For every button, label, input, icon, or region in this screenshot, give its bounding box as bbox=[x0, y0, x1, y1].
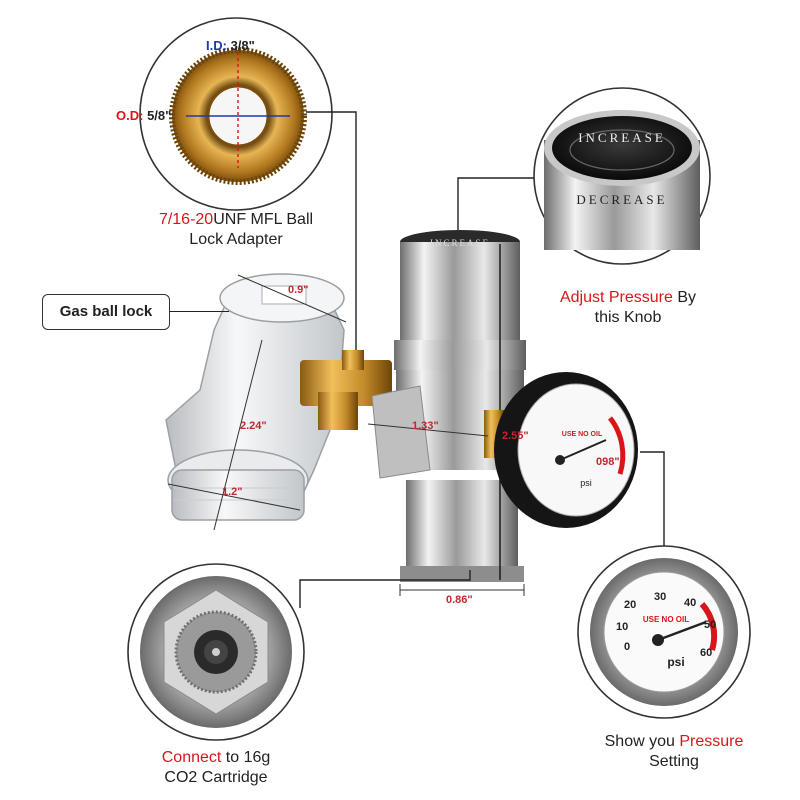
gauge-closeup bbox=[577, 545, 751, 719]
gauge-caption: Show you Pressure Setting bbox=[584, 732, 764, 772]
connect-caption-rest: to 16g bbox=[221, 749, 271, 766]
connect-caption-highlight: Connect bbox=[161, 749, 222, 766]
gauge-tick-10: 10 bbox=[616, 621, 628, 633]
adapter-caption: 7/16-20UNF MFL Ball Lock Adapter bbox=[136, 210, 336, 250]
gauge-caption-line2: Setting bbox=[649, 753, 699, 770]
knob-decrease-text: DECREASE bbox=[576, 192, 667, 207]
leader-gauge bbox=[640, 451, 665, 546]
adapter-caption-line2: Lock Adapter bbox=[189, 231, 283, 248]
adjust-caption-rest: By bbox=[672, 289, 697, 306]
id-label: I.D: bbox=[206, 38, 227, 53]
gas-ball-lock bbox=[165, 273, 345, 521]
gauge-unit: psi bbox=[667, 655, 684, 669]
dim-lock-height: 2.24" bbox=[240, 420, 267, 432]
gauge-tick-20: 20 bbox=[624, 599, 636, 611]
port-closeup bbox=[127, 563, 305, 741]
leader-adapter bbox=[306, 111, 357, 360]
dim-total-height: 2.55" bbox=[502, 430, 529, 442]
connect-caption: Connect to 16g CO2 Cartridge bbox=[136, 748, 296, 788]
od-label: O.D: bbox=[116, 108, 144, 123]
adjust-caption-highlight: Adjust Pressure bbox=[559, 289, 673, 306]
knob-increase-text: INCREASE bbox=[578, 130, 666, 145]
gauge-tick-60: 60 bbox=[700, 647, 712, 659]
brass-connector bbox=[300, 350, 392, 430]
dim-body-depth: 1.33" bbox=[412, 420, 439, 432]
id-spec: I.D: 3/8" bbox=[206, 38, 255, 53]
gauge-caption-prefix: Show you bbox=[604, 733, 680, 750]
knob-side-text: INCREASE bbox=[430, 238, 490, 248]
gauge-warning: USE NO OIL bbox=[643, 615, 689, 624]
dim-gauge-diameter: 098" bbox=[596, 456, 620, 468]
adjust-caption-line2: this Knob bbox=[594, 309, 662, 326]
gauge-tick-50: 50 bbox=[704, 619, 716, 631]
side-gauge-warning: USE NO OIL bbox=[562, 431, 603, 438]
adapter-closeup bbox=[139, 17, 333, 211]
side-gauge bbox=[484, 372, 638, 528]
dimension-lines bbox=[167, 274, 525, 596]
regulator-body bbox=[371, 230, 526, 582]
leader-knob bbox=[457, 177, 534, 232]
gauge-caption-highlight: Pressure bbox=[679, 733, 744, 750]
connect-caption-line2: CO2 Cartridge bbox=[164, 769, 268, 786]
gauge-tick-40: 40 bbox=[684, 597, 696, 609]
od-value: 5/8" bbox=[147, 108, 172, 123]
dim-lock-base: 1.2" bbox=[222, 486, 243, 498]
tag-leader bbox=[169, 311, 229, 313]
knob-closeup bbox=[533, 87, 711, 265]
gas-ball-lock-tag: Gas ball lock bbox=[42, 294, 170, 330]
gauge-tick-0: 0 bbox=[624, 641, 630, 653]
id-value: 3/8" bbox=[230, 38, 255, 53]
side-gauge-unit: psi bbox=[580, 478, 592, 488]
gauge-tick-30: 30 bbox=[654, 591, 666, 603]
dim-top-width: 0.9" bbox=[288, 284, 309, 296]
adapter-caption-thread: 7/16-20 bbox=[158, 211, 214, 228]
od-spec: O.D: 5/8" bbox=[116, 108, 171, 123]
adjust-caption: Adjust Pressure By this Knob bbox=[536, 288, 720, 328]
leader-port bbox=[299, 570, 471, 608]
adapter-caption-rest: UNF MFL Ball bbox=[213, 211, 314, 228]
dim-body-diameter: 0.86" bbox=[446, 594, 473, 606]
